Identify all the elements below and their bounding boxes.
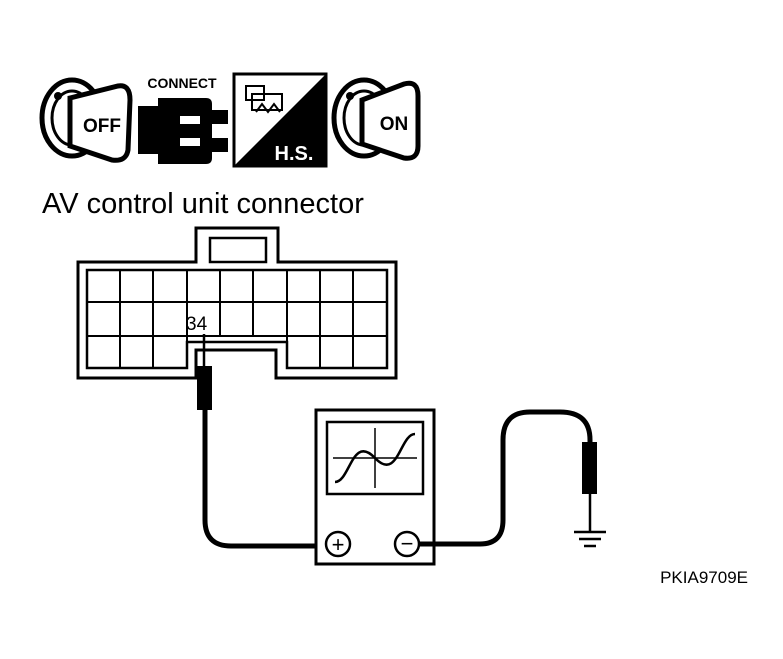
sine-wave-icon [334,432,416,484]
ignition-off-icon: OFF [39,77,133,163]
negative-terminal-icon: − [393,530,421,558]
av-control-unit-connector: 34 [76,226,398,380]
terminal-number-label: 34 [186,314,208,335]
ground-symbol-icon [574,530,606,548]
ignition-on-icon: ON [331,77,421,161]
connect-label: CONNECT [147,75,217,91]
connector-title: AV control unit connector [42,188,364,220]
connector-connect-icon: CONNECT [138,75,228,164]
oscilloscope: + − [314,408,436,566]
key-on-label: ON [380,114,409,135]
key-off-label: OFF [83,116,121,137]
hs-label: H.S. [275,143,314,165]
harness-hs-icon: H.S. [232,72,328,168]
positive-symbol: + [332,532,345,557]
negative-probe [419,409,597,547]
positive-probe [197,334,328,549]
positive-terminal-icon: + [324,530,352,558]
negative-symbol: − [401,531,414,556]
figure-code: PKIA9709E [660,568,748,587]
